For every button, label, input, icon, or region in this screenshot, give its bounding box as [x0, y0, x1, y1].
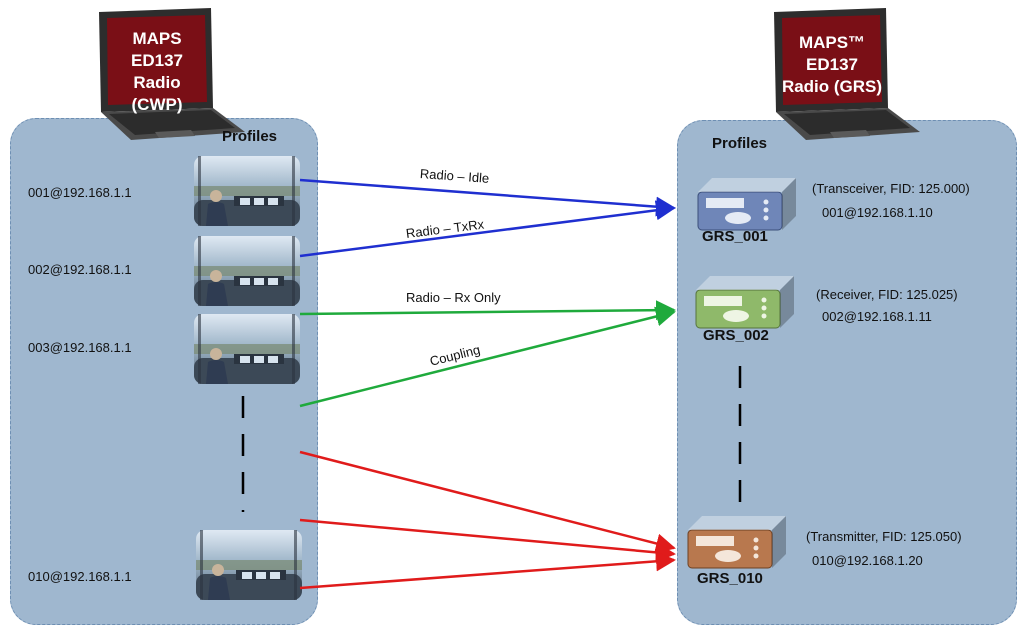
- connection-line-radio-rx-only: [299, 300, 676, 321]
- connection-line-red-1: [299, 450, 676, 554]
- grs-device-info: (Transmitter, FID: 125.050): [806, 529, 962, 544]
- grs-device-address: 001@192.168.1.10: [822, 205, 933, 220]
- grs-device-name: GRS_010: [697, 570, 763, 587]
- cwp-laptop-title-line1: MAPS ED137: [131, 29, 183, 70]
- grs-device-address: 010@192.168.1.20: [812, 553, 923, 568]
- profile-photo-003: [194, 314, 300, 384]
- cwp-laptop-title-line2: Radio (CWP): [131, 73, 183, 114]
- grs-device-name: GRS_002: [703, 327, 769, 344]
- grs-010-device-icon: [687, 516, 786, 569]
- cwp-profile-address: 003@192.168.1.1: [28, 340, 132, 355]
- connection-line-coupling: [299, 306, 676, 408]
- cwp-profile-address: 001@192.168.1.1: [28, 185, 132, 200]
- connection-line-red-3: [299, 551, 676, 590]
- profile-photo-010: [196, 530, 302, 600]
- grs-device-info: (Transceiver, FID: 125.000): [812, 181, 970, 196]
- cwp-laptop-title: MAPS ED137 Radio (CWP): [107, 28, 207, 116]
- connection-label-radio-rx-only: Radio – Rx Only: [406, 290, 501, 305]
- profile-photo-002: [194, 236, 300, 306]
- grs-device-address: 002@192.168.1.11: [822, 309, 932, 324]
- cwp-profile-address: 010@192.168.1.1: [28, 569, 132, 584]
- cwp-profiles-title: Profiles: [222, 128, 278, 145]
- grs-002-device-icon: [695, 276, 794, 329]
- grs-device-name: GRS_001: [702, 228, 768, 245]
- connection-line-radio-txrx: [299, 200, 676, 258]
- connection-line-red-2: [299, 518, 676, 563]
- connection-line-radio-idle: [299, 178, 676, 217]
- grs-laptop-title-line1: MAPS™ ED137: [798, 33, 866, 74]
- profile-photo-001: [194, 156, 300, 226]
- grs-001-device-icon: [697, 178, 796, 231]
- grs-device-info: (Receiver, FID: 125.025): [816, 287, 958, 302]
- grs-laptop-title-line2: Radio (GRS): [781, 77, 883, 96]
- grs-profiles-title: Profiles: [712, 135, 768, 152]
- grs-laptop-title: MAPS™ ED137 Radio (GRS): [779, 32, 885, 98]
- cwp-profile-address: 002@192.168.1.1: [28, 262, 132, 277]
